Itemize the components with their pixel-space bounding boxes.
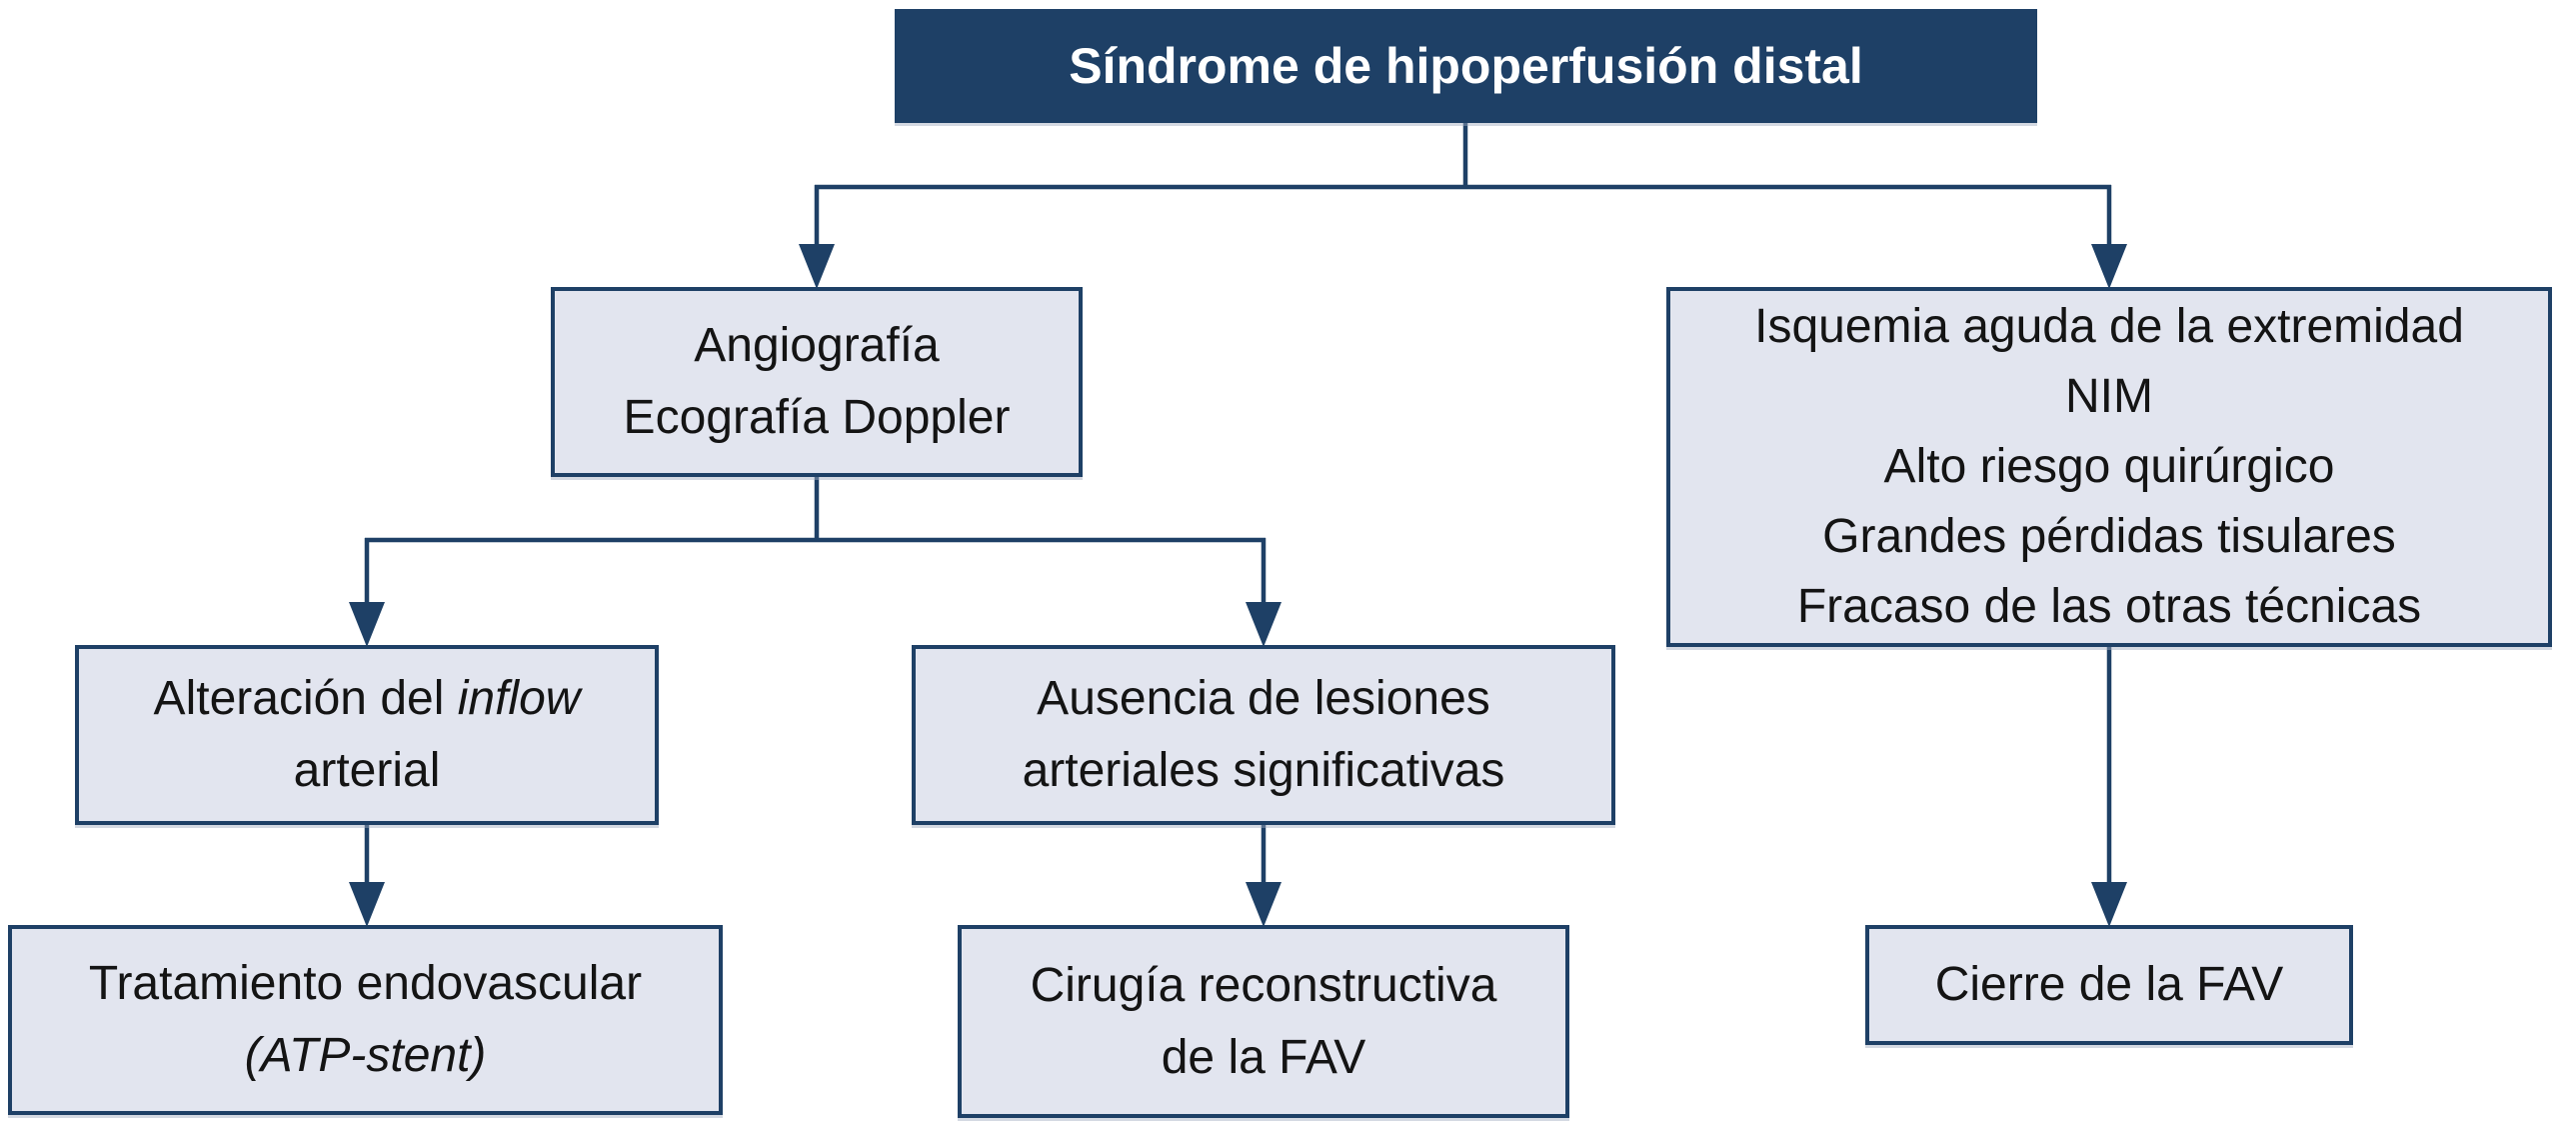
node-line: Isquemia aguda de la extremidad bbox=[1754, 300, 2464, 353]
title-text: Síndrome de hipoperfusión distal bbox=[1069, 38, 1863, 94]
node-line: Cirugía reconstructiva bbox=[1030, 958, 1497, 1012]
connector-angiografia-branch bbox=[349, 477, 1282, 647]
node-tratamiento-endovascular: Tratamiento endovascular (ATP-stent) bbox=[8, 925, 723, 1115]
node-line: Ausencia de lesiones bbox=[1037, 672, 1490, 725]
node-line-italic: (ATP-stent) bbox=[244, 1029, 487, 1082]
node-text-segment: Alteración del bbox=[153, 672, 458, 725]
connector-title-branch bbox=[799, 123, 2127, 289]
node-cierre-fav: Cierre de la FAV bbox=[1865, 925, 2353, 1045]
arrowhead-icon bbox=[799, 244, 835, 289]
node-line: Alteración del inflow bbox=[154, 663, 581, 735]
node-alteracion-inflow: Alteración del inflow arterial bbox=[75, 645, 659, 825]
node-line: arterial bbox=[293, 744, 441, 797]
node-sindrome-title: Síndrome de hipoperfusión distal bbox=[895, 9, 2037, 123]
node-line: Alto riesgo quirúrgico bbox=[1883, 440, 2335, 493]
arrowhead-icon bbox=[1246, 602, 1282, 647]
node-line: Cierre de la FAV bbox=[1934, 958, 2284, 1011]
arrowhead-icon bbox=[2091, 244, 2127, 289]
node-cirugia-reconstructiva: Cirugía reconstructiva de la FAV bbox=[958, 925, 1569, 1118]
node-line: Fracaso de las otras técnicas bbox=[1796, 580, 2422, 633]
node-line: de la FAV bbox=[1161, 1030, 1366, 1084]
node-line: Grandes pérdidas tisulares bbox=[1822, 510, 2396, 563]
node-line: arteriales significativas bbox=[1022, 744, 1505, 797]
arrowhead-icon bbox=[1246, 882, 1282, 927]
connector-ausencia-cirugia bbox=[1246, 825, 1282, 927]
node-isquemia-indicaciones: Isquemia aguda de la extremidad NIM Alto… bbox=[1666, 287, 2552, 647]
node-line: Tratamiento endovascular bbox=[88, 957, 643, 1010]
node-angiografia-ecografia: Angiografía Ecografía Doppler bbox=[551, 287, 1083, 477]
node-line: Angiografía bbox=[694, 319, 940, 372]
connector-alteracion-tratamiento bbox=[349, 825, 385, 927]
connector-isquemia-cierre bbox=[2091, 647, 2127, 927]
arrowhead-icon bbox=[349, 882, 385, 927]
arrowhead-icon bbox=[349, 602, 385, 647]
node-line: NIM bbox=[2065, 370, 2153, 423]
arrowhead-icon bbox=[2091, 882, 2127, 927]
node-text-italic: inflow bbox=[457, 672, 581, 725]
node-line: Ecografía Doppler bbox=[623, 391, 1011, 444]
node-ausencia-lesiones: Ausencia de lesiones arteriales signific… bbox=[912, 645, 1615, 825]
